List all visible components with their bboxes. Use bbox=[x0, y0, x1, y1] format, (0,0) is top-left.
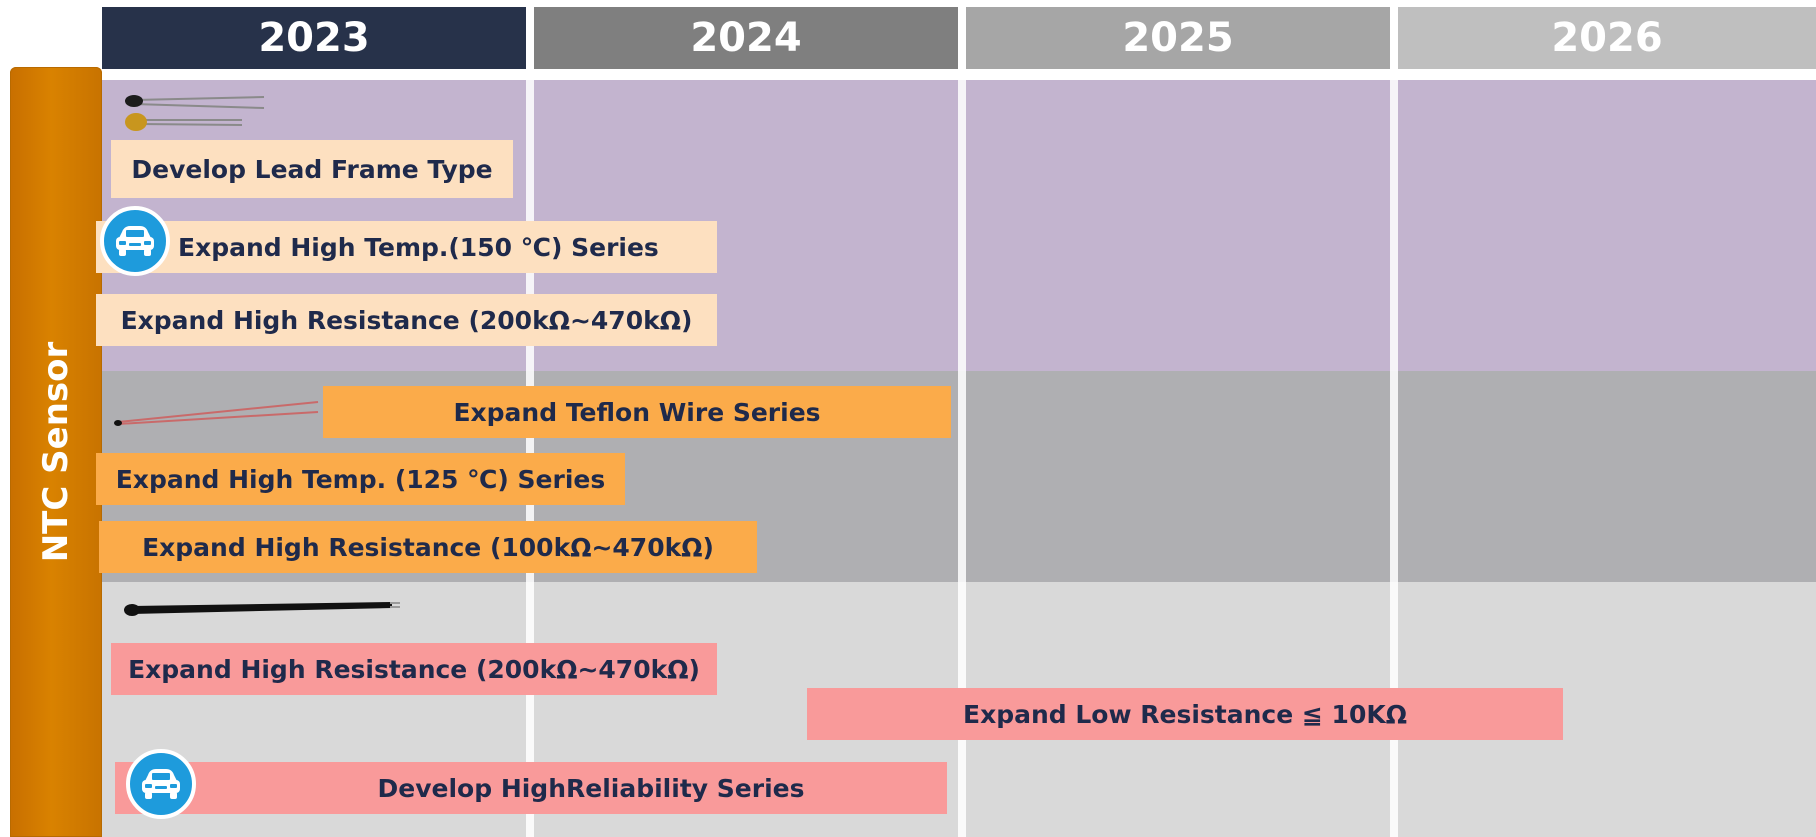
item-expand-high-temp-150: Expand High Temp.(150 ℃) Series bbox=[96, 221, 717, 273]
item-expand-high-resistance-100k-470k: Expand High Resistance (100kΩ~470kΩ) bbox=[99, 521, 757, 573]
item-expand-high-temp-125: Expand High Temp. (125 ℃) Series bbox=[96, 453, 625, 505]
lead-frame-thermistor-image bbox=[125, 95, 265, 131]
side-label: NTC Sensor bbox=[36, 341, 76, 563]
column-divider bbox=[1390, 80, 1398, 837]
car-icon bbox=[100, 206, 170, 276]
epoxy-wire-thermistor-image bbox=[124, 602, 400, 616]
year-header-2023: 2023 bbox=[102, 7, 526, 69]
year-header-2026: 2026 bbox=[1398, 7, 1816, 69]
item-expand-high-resistance-200k-470k-epoxy: Expand High Resistance (200kΩ~470kΩ) bbox=[111, 643, 717, 695]
ntc-sensor-side-bar: NTC Sensor bbox=[10, 67, 102, 837]
teflon-wire-thermistor-image bbox=[114, 401, 319, 426]
item-develop-lead-frame-type: Develop Lead Frame Type bbox=[111, 140, 513, 198]
year-header-2024: 2024 bbox=[534, 7, 958, 69]
item-expand-teflon-wire-series: Expand Teflon Wire Series bbox=[323, 386, 951, 438]
column-divider bbox=[958, 80, 966, 837]
item-develop-high-reliability-series: Develop HighReliability Series bbox=[115, 762, 947, 814]
year-header-2025: 2025 bbox=[966, 7, 1390, 69]
item-expand-high-resistance-200k-470k-lead: Expand High Resistance (200kΩ~470kΩ) bbox=[96, 294, 717, 346]
car-icon bbox=[126, 749, 196, 819]
item-expand-low-resistance: Expand Low Resistance ≦ 10KΩ bbox=[807, 688, 1563, 740]
